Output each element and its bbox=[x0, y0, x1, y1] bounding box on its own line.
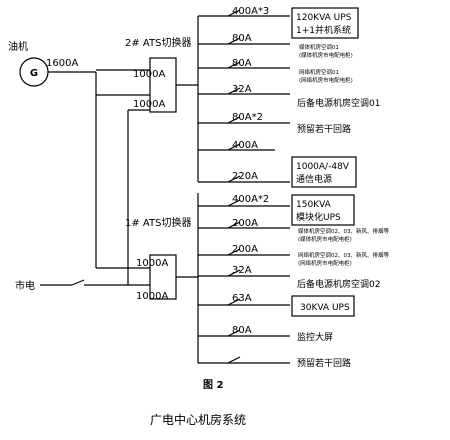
generator-rating: 1600A bbox=[46, 58, 78, 69]
figure-label: 图 2 bbox=[203, 379, 223, 391]
network-ac01-note: 网络机房空调01 bbox=[299, 68, 339, 76]
comm-power-line1: 1000A/-48V bbox=[296, 162, 350, 172]
ats2-label: 2# ATS切换器 bbox=[125, 36, 191, 49]
network-ac0203-panel: (网络机房市电配电柜) bbox=[298, 259, 352, 267]
media-ac0203-panel: (媒体机房市电配电柜) bbox=[298, 235, 352, 243]
network-ac01-panel: (网络机房市电配电柜) bbox=[299, 76, 353, 84]
ats2-branch-rating: 80A*2 bbox=[232, 112, 263, 123]
ups-120kva-line1: 120KVA UPS bbox=[296, 13, 352, 23]
generator-label: 油机 bbox=[8, 40, 28, 53]
reserve-circuits-label: 预留若干回路 bbox=[297, 123, 351, 135]
ats2-branch-rating: 32A bbox=[232, 84, 252, 95]
reserve-circuits-label-2: 预留若干回路 bbox=[297, 357, 351, 369]
comm-power-line2: 通信电源 bbox=[296, 173, 332, 185]
ups-150kva-line2: 模块化UPS bbox=[296, 211, 341, 223]
ats2-branch-rating: 400A*3 bbox=[232, 6, 269, 17]
media-ac01-panel: (媒体机房市电配电柜) bbox=[299, 51, 353, 59]
monitor-wall-label: 监控大屏 bbox=[297, 331, 333, 343]
ats2-branch-rating: 80A bbox=[232, 33, 252, 44]
ats1-rating-top: 1000A bbox=[136, 258, 168, 269]
ups-150kva-line1: 150KVA bbox=[296, 200, 332, 210]
ats1-branch-rating: 200A bbox=[232, 244, 258, 255]
ats1-label: 1# ATS切换器 bbox=[125, 216, 191, 229]
ats2-branch-rating: 80A bbox=[232, 58, 252, 69]
ups-150kva-box bbox=[291, 194, 355, 226]
ats1-branch-rating: 32A bbox=[232, 265, 252, 276]
ups-30kva-box bbox=[291, 295, 355, 317]
caption: 广电中心机房系统 bbox=[150, 412, 246, 427]
ups-120kva-box bbox=[291, 7, 359, 39]
ats2-rating-bottom: 1000A bbox=[133, 99, 165, 110]
media-ac01-note: 媒体机房空调01 bbox=[299, 43, 339, 51]
backup-ac01-label: 后备电源机房空调01 bbox=[297, 97, 380, 109]
media-ac0203-note: 媒体机房空调02、03、新风、排烟等 bbox=[298, 227, 389, 235]
ups-120kva-line2: 1+1并机系统 bbox=[296, 24, 351, 36]
mains-label: 市电 bbox=[15, 279, 35, 292]
ats1-branch-rating: 200A bbox=[232, 218, 258, 229]
ats2-rating-top: 1000A bbox=[133, 69, 165, 80]
comm-power-box bbox=[291, 156, 357, 188]
network-ac0203-note: 网络机房空调02、03、新风、排烟等 bbox=[298, 251, 389, 259]
ats1-branch-rating: 400A*2 bbox=[232, 194, 269, 205]
backup-ac02-label: 后备电源机房空调02 bbox=[297, 278, 380, 290]
ats1-branch-rating: 80A bbox=[232, 325, 252, 336]
ats2-branch-rating: 400A bbox=[232, 140, 258, 151]
ats1-rating-bottom: 1000A bbox=[136, 291, 168, 302]
ats1-branch-rating: 63A bbox=[232, 293, 252, 304]
generator-symbol-letter: G bbox=[30, 68, 38, 79]
ats2-branch-rating: 220A bbox=[232, 171, 258, 182]
ups-30kva-label: 30KVA UPS bbox=[300, 303, 350, 313]
